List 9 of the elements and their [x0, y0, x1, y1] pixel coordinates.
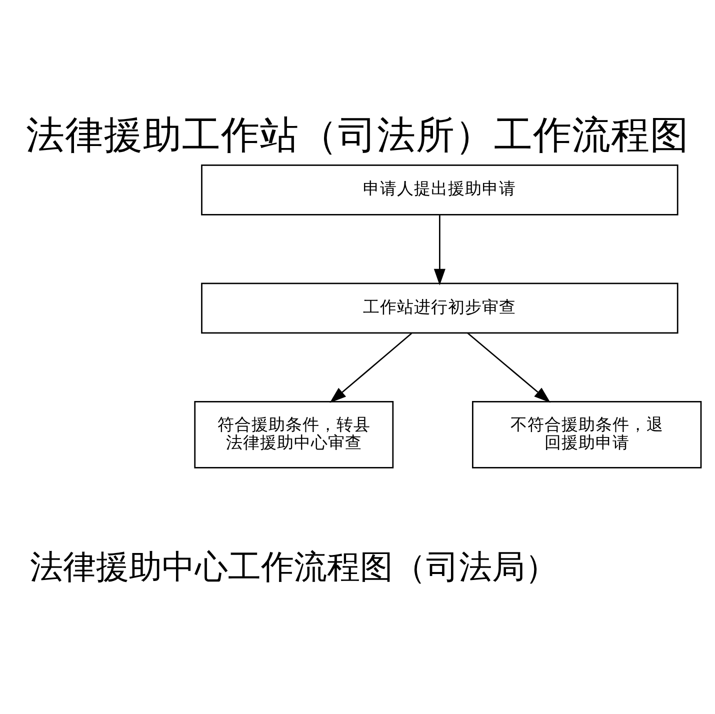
- arrow: [330, 332, 412, 403]
- node-box: 符合援助条件，转县法律援助中心审查: [194, 401, 394, 468]
- diagram-title: 法律援助工作站（司法所）工作流程图: [26, 112, 689, 158]
- label: 法律援助中心工作流程图（司法局）: [30, 547, 558, 586]
- node-box: 不符合援助条件，退回援助申请: [472, 401, 702, 468]
- node-box: 工作站进行初步审查: [201, 282, 678, 334]
- node-box: 申请人提出援助申请: [201, 164, 678, 216]
- arrow: [434, 215, 446, 286]
- arrow: [467, 332, 550, 403]
